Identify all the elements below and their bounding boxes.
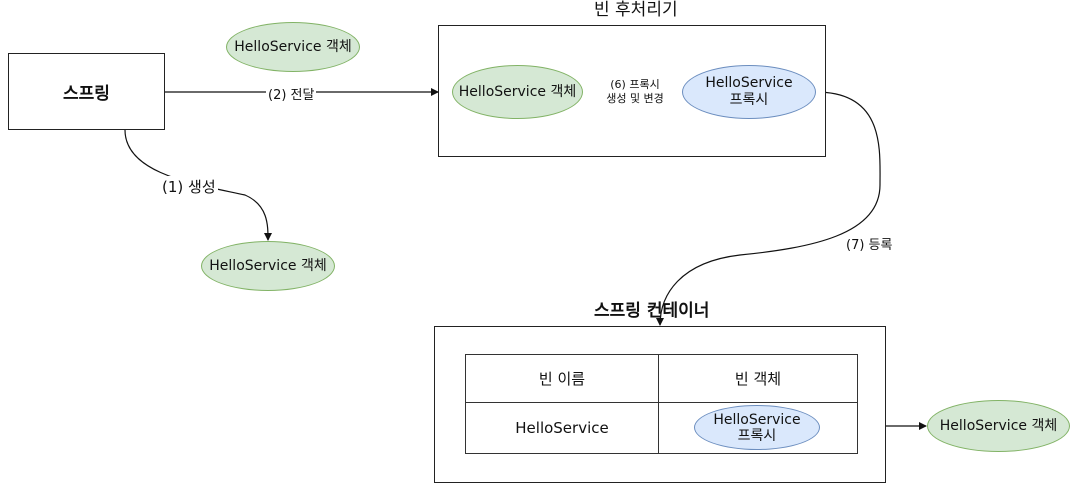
bean-table-header-object: 빈 객체: [658, 353, 858, 404]
container-hello-service-proxy: HelloService 프록시: [694, 405, 820, 450]
bean-table-header-name: 빈 이름: [465, 353, 659, 404]
hello-service-object-final: HelloService 객체: [927, 400, 1070, 452]
spring-box: 스프링: [8, 53, 165, 130]
container-title: 스프링 컨테이너: [594, 301, 710, 321]
proxy-label-line2: 프록시: [737, 427, 777, 444]
object-label: HelloService 객체: [209, 257, 327, 274]
hello-service-object-created: HelloService 객체: [201, 241, 335, 291]
register-label: (7) 등록: [844, 234, 895, 253]
bean-table-cell-name: HelloService: [465, 402, 659, 454]
processor-title: 빈 후처리기: [594, 0, 678, 20]
bean-table: 빈 이름 빈 객체 HelloService: [465, 353, 858, 454]
arrow-register: [656, 91, 881, 326]
hello-service-proxy: HelloService 프록시: [682, 65, 816, 119]
hello-service-object-floating: HelloService 객체: [226, 22, 360, 72]
arrow-create: [124, 129, 272, 241]
proxy-label-line1: HelloService: [705, 75, 793, 91]
proxy-label-line1: HelloService: [713, 411, 801, 428]
proxy-create-label-line1: (6) 프록시: [610, 78, 660, 91]
hello-service-object-input: HelloService 객체: [452, 65, 583, 119]
proxy-create-label-line2: 생성 및 변경: [606, 92, 664, 105]
proxy-create-label: (6) 프록시 생성 및 변경: [596, 78, 674, 106]
object-label: HelloService 객체: [458, 83, 577, 100]
bean-table-header-row: 빈 이름 빈 객체: [465, 353, 858, 404]
create-label: (1) 생성: [160, 176, 218, 197]
object-label: HelloService 객체: [234, 38, 352, 55]
spring-label: 스프링: [63, 84, 110, 104]
deliver-label: (2) 전달: [266, 84, 317, 103]
object-label: HelloService 객체: [939, 417, 1058, 434]
proxy-label-line2: 프록시: [729, 92, 769, 108]
